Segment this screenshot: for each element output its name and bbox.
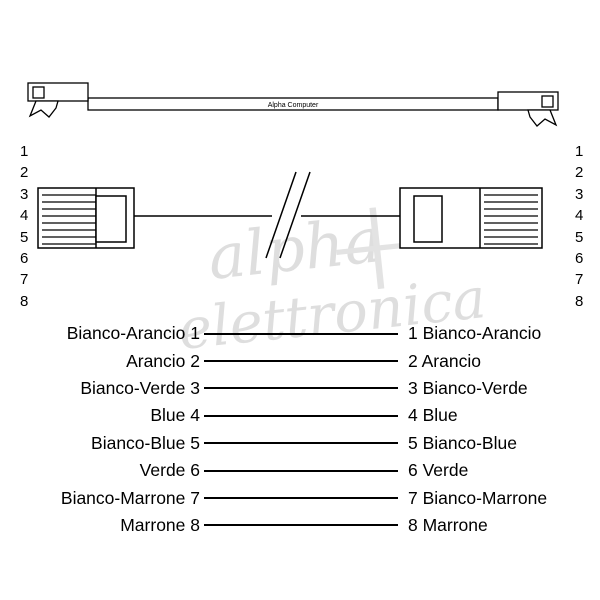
wire-connection-line (204, 332, 398, 335)
pin-number: 8 (20, 292, 29, 310)
right-connector (399, 187, 543, 249)
left-connector (37, 187, 135, 249)
right-wire-label: 8 Marrone (408, 514, 488, 535)
top-right-plug (497, 91, 559, 127)
left-wire-label: Marrone 8 (120, 514, 200, 535)
wire-connection-line (204, 414, 398, 417)
pin-number: 4 (575, 207, 584, 225)
wire-connection-line (204, 442, 398, 445)
left-wire-label: Bianco-Verde 3 (80, 377, 200, 398)
right-wire-label: 5 Bianco-Blue (408, 432, 517, 453)
wiring-table: Bianco-Arancio 1 1 Bianco-Arancio Aranci… (0, 320, 600, 539)
wire-connection-line (204, 469, 398, 472)
wire-connection-line (204, 524, 398, 527)
pin-number: 1 (20, 143, 29, 160)
pin-number: 3 (575, 185, 584, 203)
left-wire-label: Blue 4 (150, 405, 200, 426)
left-wire-label: Bianco-Arancio 1 (66, 323, 200, 344)
pin-number: 5 (575, 228, 584, 246)
left-wire-label: Bianco-Blue 5 (91, 432, 200, 453)
wiring-row: Bianco-Verde 3 3 Bianco-Verde (0, 375, 600, 402)
pin-number: 1 (575, 143, 584, 160)
pin-numbers-left: 1 2 3 4 5 6 7 8 (20, 141, 36, 312)
break-slash (265, 171, 297, 259)
right-wire-label: 3 Bianco-Verde (408, 377, 528, 398)
right-wire-label: 7 Bianco-Marrone (408, 487, 548, 508)
right-connector-contacts (484, 194, 538, 245)
wiring-row: Bianco-Blue 5 5 Bianco-Blue (0, 430, 600, 457)
wiring-row: Verde 6 6 Verde (0, 457, 600, 484)
wiring-row: Blue 4 4 Blue (0, 402, 600, 429)
wiring-row: Bianco-Arancio 1 1 Bianco-Arancio (0, 320, 600, 347)
pin-number: 4 (20, 207, 29, 225)
right-wire-label: 6 Verde (408, 460, 469, 481)
left-connector-contacts (42, 194, 96, 245)
pin-number: 7 (20, 271, 29, 289)
cable-brand-label: Alpha Computer (268, 102, 319, 109)
pin-number: 6 (575, 250, 584, 268)
pin-number: 3 (20, 185, 29, 203)
wiring-row: Bianco-Marrone 7 7 Bianco-Marrone (0, 484, 600, 511)
pin-number: 2 (575, 164, 584, 182)
wiring-row: Marrone 8 8 Marrone (0, 512, 600, 539)
middle-cable-line (134, 171, 400, 259)
wire-connection-line (204, 387, 398, 390)
right-wire-label: 4 Blue (408, 405, 458, 426)
wiring-row: Arancio 2 2 Arancio (0, 347, 600, 374)
pin-number: 7 (575, 271, 584, 289)
pin-number: 6 (20, 250, 29, 268)
pin-number: 5 (20, 228, 29, 246)
pin-number: 2 (20, 164, 29, 182)
wire-connection-line (204, 360, 398, 363)
left-wire-label: Arancio 2 (126, 350, 200, 371)
right-wire-label: 1 Bianco-Arancio (408, 323, 542, 344)
left-wire-label: Bianco-Marrone 7 (60, 487, 200, 508)
cable-artwork: Alpha Computer (27, 82, 559, 259)
pin-numbers-right: 1 2 3 4 5 6 7 8 (575, 141, 591, 312)
top-cable-drawing: Alpha Computer (27, 82, 559, 127)
top-left-plug (27, 82, 89, 118)
left-wire-label: Verde 6 (139, 460, 200, 481)
break-slash (279, 171, 311, 259)
pin-number: 8 (575, 292, 584, 310)
wire-connection-line (204, 497, 398, 500)
right-wire-label: 2 Arancio (408, 350, 481, 371)
